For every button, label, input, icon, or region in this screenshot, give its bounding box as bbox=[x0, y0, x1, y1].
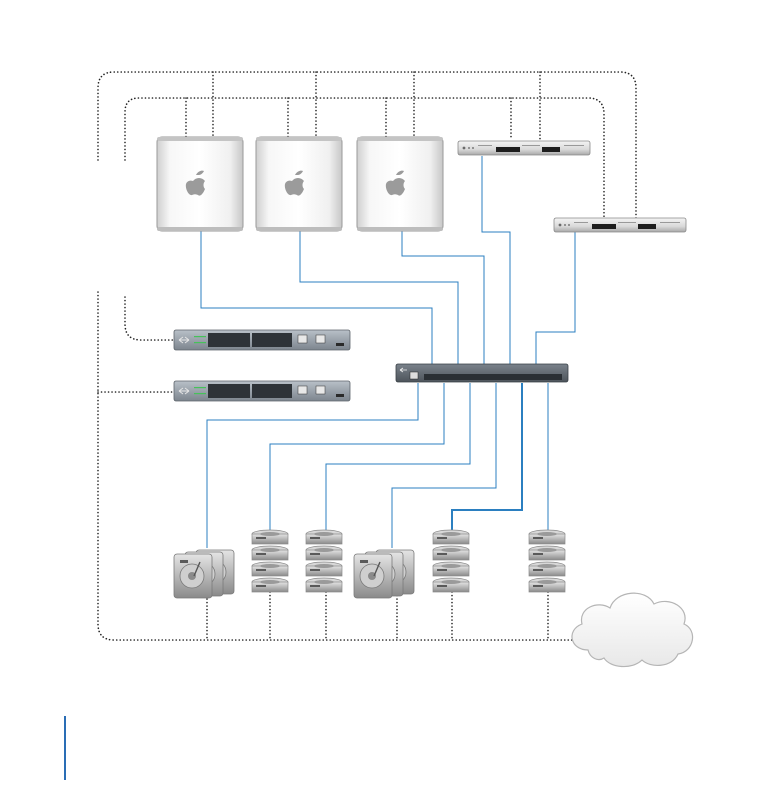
mac-pro-icon bbox=[255, 136, 343, 232]
xserve-icon bbox=[457, 140, 591, 156]
fc-switch-icon bbox=[173, 380, 351, 402]
storage-stack-icon bbox=[251, 529, 289, 593]
ethernet-switch-icon bbox=[395, 363, 569, 383]
raid-array-icon bbox=[353, 549, 415, 599]
ethernet-links bbox=[200, 156, 576, 548]
fc-switch-icon bbox=[173, 329, 351, 351]
storage-stack-icon bbox=[432, 529, 470, 593]
fibre-channel-links bbox=[97, 71, 637, 641]
mac-pro-icon bbox=[156, 136, 244, 232]
storage-stack-icon bbox=[305, 529, 343, 593]
cloud-icon bbox=[571, 592, 694, 668]
mac-pro-icon bbox=[356, 136, 444, 232]
raid-array-icon bbox=[173, 549, 235, 599]
margin-rule bbox=[64, 716, 66, 780]
xserve-icon bbox=[553, 217, 687, 233]
storage-stack-icon bbox=[528, 529, 566, 593]
